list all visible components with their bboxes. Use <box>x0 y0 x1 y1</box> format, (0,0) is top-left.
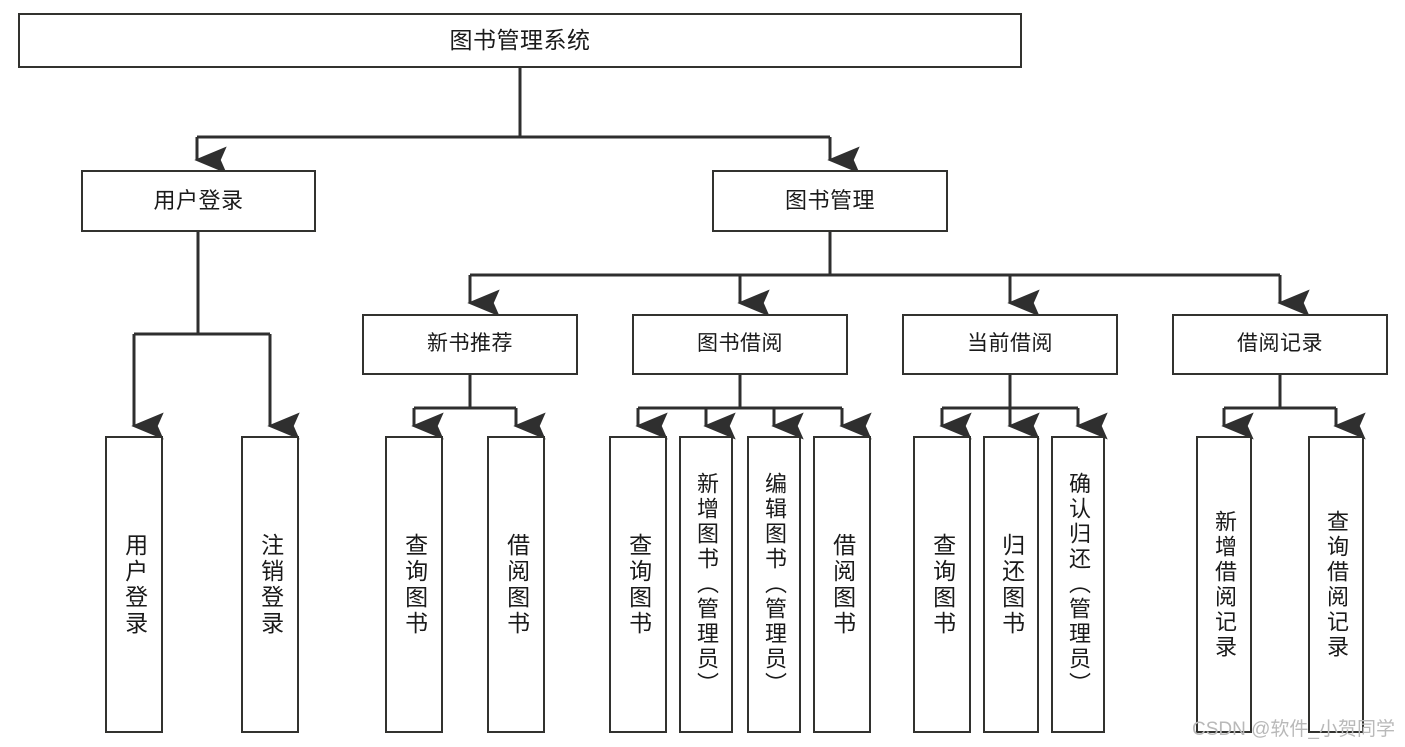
node-label: 确认归还（管理员） <box>1065 472 1091 697</box>
node-label: 新增图书（管理员） <box>693 472 719 697</box>
leaf-borrow-borrow-book[interactable]: 借阅图书 <box>813 436 871 733</box>
node-user-login[interactable]: 用户登录 <box>81 170 316 232</box>
leaf-current-query-book[interactable]: 查询图书 <box>913 436 971 733</box>
node-label: 查询图书 <box>401 532 428 637</box>
node-label: 借阅图书 <box>829 532 856 637</box>
node-label: 新增借阅记录 <box>1211 509 1237 660</box>
node-new-book-recommend[interactable]: 新书推荐 <box>362 314 578 375</box>
leaf-user-login-login[interactable]: 用户登录 <box>105 436 163 733</box>
watermark-text: CSDN @软件_小贺同学 <box>1192 719 1395 740</box>
leaf-borrow-edit-book-admin[interactable]: 编辑图书（管理员） <box>747 436 801 733</box>
node-root-system[interactable]: 图书管理系统 <box>18 13 1022 68</box>
node-current-borrow[interactable]: 当前借阅 <box>902 314 1118 375</box>
leaf-current-confirm-return-admin[interactable]: 确认归还（管理员） <box>1051 436 1105 733</box>
node-label: 编辑图书（管理员） <box>761 472 787 697</box>
node-label: 用户登录 <box>121 532 148 637</box>
leaf-current-return-book[interactable]: 归还图书 <box>983 436 1039 733</box>
node-label: 注销登录 <box>257 532 284 637</box>
leaf-recommend-query-book[interactable]: 查询图书 <box>385 436 443 733</box>
node-label: 查询图书 <box>929 532 956 637</box>
node-label: 用户登录 <box>153 188 244 214</box>
node-label: 借阅图书 <box>503 532 530 637</box>
leaf-record-add-record[interactable]: 新增借阅记录 <box>1196 436 1252 733</box>
node-label: 借阅记录 <box>1237 332 1323 356</box>
node-label: 图书管理 <box>784 188 875 214</box>
node-label: 新书推荐 <box>427 332 513 356</box>
node-borrow-record[interactable]: 借阅记录 <box>1172 314 1388 375</box>
leaf-record-query-record[interactable]: 查询借阅记录 <box>1308 436 1364 733</box>
leaf-borrow-query-book[interactable]: 查询图书 <box>609 436 667 733</box>
node-label: 归还图书 <box>998 532 1025 637</box>
node-book-management[interactable]: 图书管理 <box>712 170 948 232</box>
node-label: 查询图书 <box>625 532 652 637</box>
leaf-recommend-borrow-book[interactable]: 借阅图书 <box>487 436 545 733</box>
node-label: 图书管理系统 <box>449 26 591 53</box>
leaf-borrow-add-book-admin[interactable]: 新增图书（管理员） <box>679 436 733 733</box>
node-book-borrow[interactable]: 图书借阅 <box>632 314 848 375</box>
node-label: 图书借阅 <box>697 332 783 356</box>
node-label: 当前借阅 <box>967 332 1053 356</box>
leaf-user-login-logout[interactable]: 注销登录 <box>241 436 299 733</box>
node-label: 查询借阅记录 <box>1323 509 1349 660</box>
